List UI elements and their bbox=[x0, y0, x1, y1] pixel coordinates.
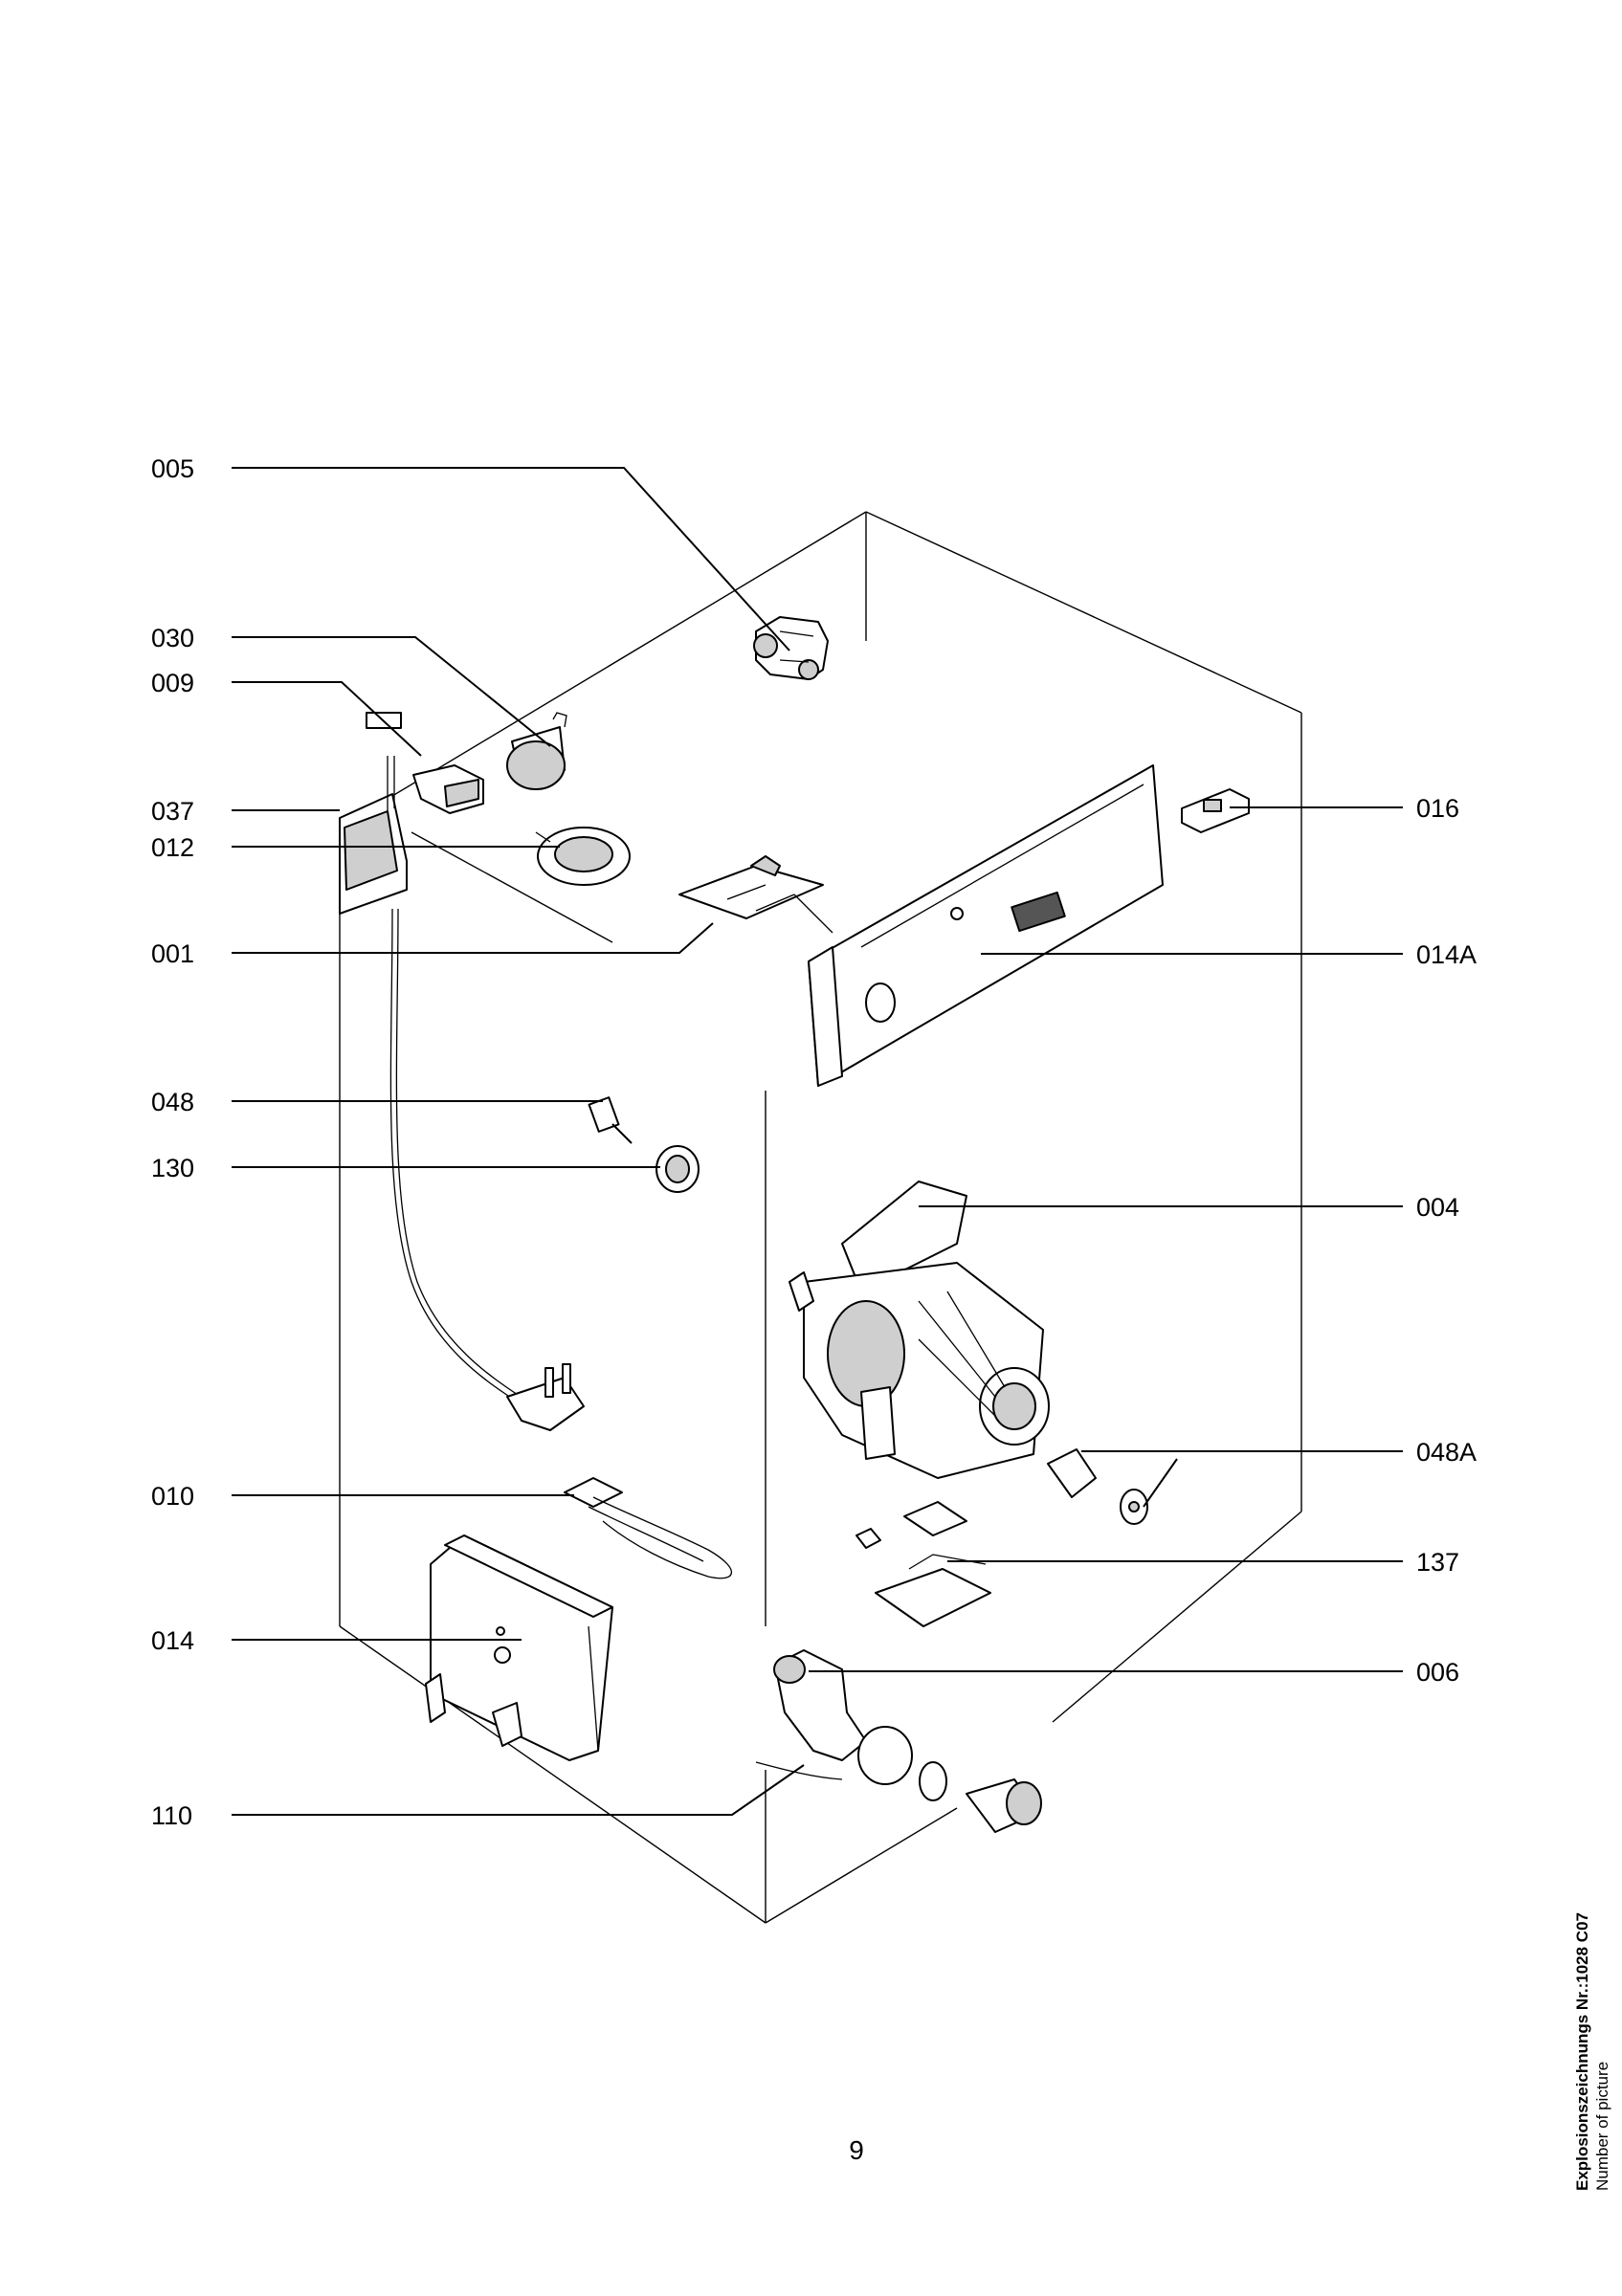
part-110-wire bbox=[755, 1761, 843, 1780]
part-014-housing bbox=[425, 1534, 613, 1761]
part-004-motor bbox=[789, 1181, 1050, 1479]
callout-001: 001 bbox=[151, 939, 194, 968]
part-014A-front-panel bbox=[808, 764, 1164, 1087]
leader-lines-left bbox=[232, 467, 805, 1816]
callout-010: 010 bbox=[151, 1482, 194, 1511]
part-001-pcb bbox=[678, 855, 833, 934]
callout-048: 048 bbox=[151, 1088, 194, 1116]
drawing-number-subtitle: Number of picture bbox=[1593, 2061, 1611, 2191]
callout-009: 009 bbox=[151, 669, 194, 697]
callout-037: 037 bbox=[151, 797, 194, 826]
callout-005: 005 bbox=[151, 454, 194, 483]
part-012-selector bbox=[535, 827, 631, 886]
part-048-sensor bbox=[588, 1096, 633, 1144]
part-130-knob bbox=[655, 1145, 700, 1193]
callout-130: 130 bbox=[151, 1154, 194, 1182]
part-016-connector bbox=[1181, 788, 1250, 833]
part-power-cable bbox=[389, 908, 518, 1402]
drawing-number-note: Explosionszeichnungs Nr.:1028 C07 Number… bbox=[1572, 1808, 1612, 2191]
page-number: 9 bbox=[849, 2135, 864, 2165]
callout-016: 016 bbox=[1416, 794, 1459, 823]
part-048A-brush bbox=[1047, 1448, 1148, 1525]
part-mains-plug bbox=[506, 1363, 585, 1431]
cabinet-outline bbox=[339, 511, 1302, 1924]
part-037-switch-box bbox=[339, 756, 408, 915]
part-010-heater bbox=[564, 1477, 733, 1579]
callout-030: 030 bbox=[151, 624, 194, 652]
drawing-number-title: Explosionszeichnungs Nr.:1028 C07 bbox=[1573, 1912, 1591, 2191]
callout-137: 137 bbox=[1416, 1548, 1459, 1577]
leader-lines-right bbox=[809, 806, 1403, 1672]
part-030-capacitor bbox=[506, 712, 567, 790]
callout-014: 014 bbox=[151, 1626, 194, 1655]
part-006-drain-pump bbox=[773, 1649, 1042, 1833]
callout-048A: 048A bbox=[1416, 1438, 1477, 1467]
callout-004: 004 bbox=[1416, 1193, 1459, 1222]
part-137-brackets bbox=[855, 1501, 991, 1627]
callout-012: 012 bbox=[151, 833, 194, 862]
callout-110: 110 bbox=[151, 1801, 192, 1830]
callout-006: 006 bbox=[1416, 1658, 1459, 1687]
part-power-cable-inner bbox=[395, 908, 522, 1398]
part-005-valve bbox=[753, 616, 829, 680]
callout-labels: 005 030 009 037 012 001 048 130 010 014 … bbox=[151, 454, 1477, 1830]
callout-014A: 014A bbox=[1416, 940, 1477, 969]
